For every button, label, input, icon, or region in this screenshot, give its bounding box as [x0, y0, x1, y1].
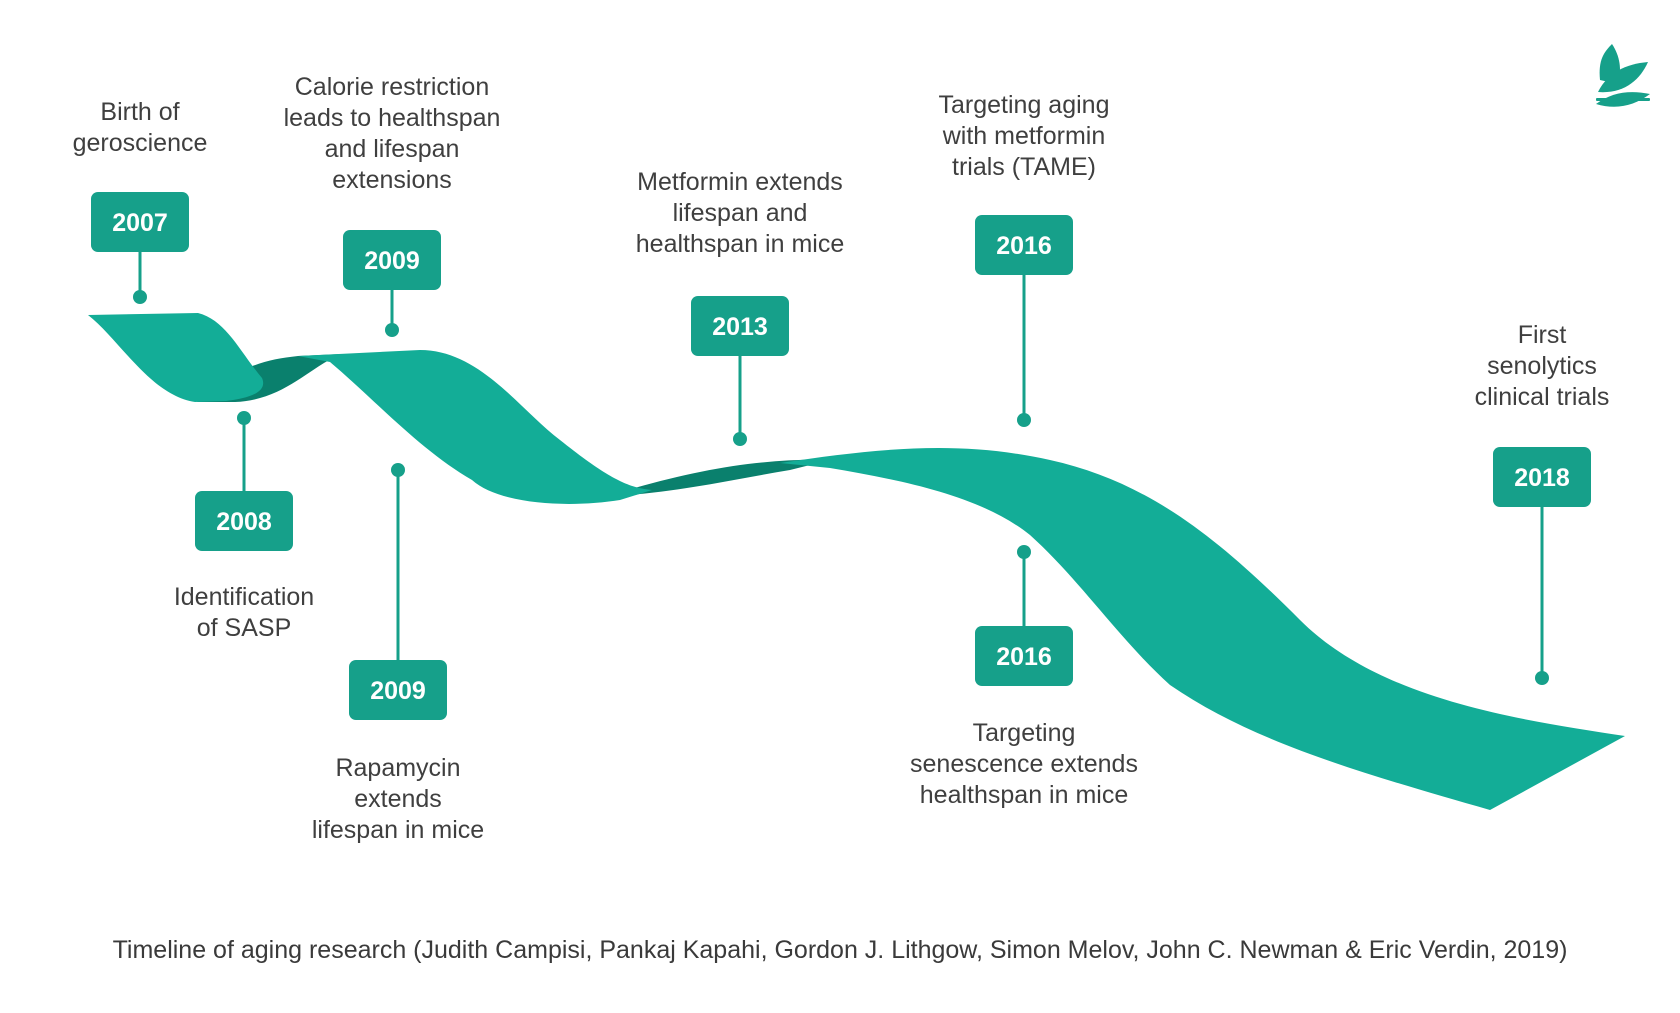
- connector-dot: [733, 432, 747, 446]
- timeline-ribbon: [88, 313, 1625, 810]
- year-badge: [1493, 447, 1591, 507]
- milestone-connectors: [133, 251, 1549, 685]
- milestone-badges: 2007 2008 2009 2009 2013 2016 2016 2018: [91, 192, 1591, 720]
- year-badge-label: 2007: [112, 209, 168, 237]
- connector-dot: [1535, 671, 1549, 685]
- milestone-label: Targeting senescence extends healthspan …: [910, 719, 1138, 809]
- ribbon-fold-2: [605, 459, 830, 497]
- year-badge-label: 2016: [996, 643, 1052, 671]
- connector-dot: [237, 411, 251, 425]
- year-badge-label: 2008: [216, 508, 272, 536]
- figure-caption: Timeline of aging research (Judith Campi…: [112, 936, 1568, 964]
- milestone-label: Identification of SASP: [173, 583, 315, 642]
- milestone-label: First senolytics clinical trials: [1474, 321, 1610, 411]
- milestone-label: Birth of geroscience: [72, 98, 208, 157]
- connector-dot: [133, 290, 147, 304]
- year-badge-label: 2018: [1514, 464, 1570, 492]
- year-badge-label: 2016: [996, 232, 1052, 260]
- year-badge-label: 2013: [712, 313, 768, 341]
- year-badge: [975, 215, 1073, 275]
- milestone-label: Calorie restriction leads to healthspan …: [283, 73, 501, 194]
- milestone-label: Targeting aging with metformin trials (T…: [938, 91, 1110, 181]
- year-badge: [195, 491, 293, 551]
- year-badge: [975, 626, 1073, 686]
- year-badge: [343, 230, 441, 290]
- leaf-logo-icon: [1596, 44, 1650, 107]
- year-badge-label: 2009: [364, 247, 420, 275]
- connector-dot: [391, 463, 405, 477]
- year-badge: [91, 192, 189, 252]
- year-badge: [349, 660, 447, 720]
- connector-dot: [1017, 545, 1031, 559]
- milestone-label: Rapamycin extends lifespan in mice: [311, 754, 485, 844]
- milestone-label: Metformin extends lifespan and healthspa…: [635, 168, 845, 258]
- year-badge: [691, 296, 789, 356]
- connector-dot: [385, 323, 399, 337]
- year-badge-label: 2009: [370, 677, 426, 705]
- connector-dot: [1017, 413, 1031, 427]
